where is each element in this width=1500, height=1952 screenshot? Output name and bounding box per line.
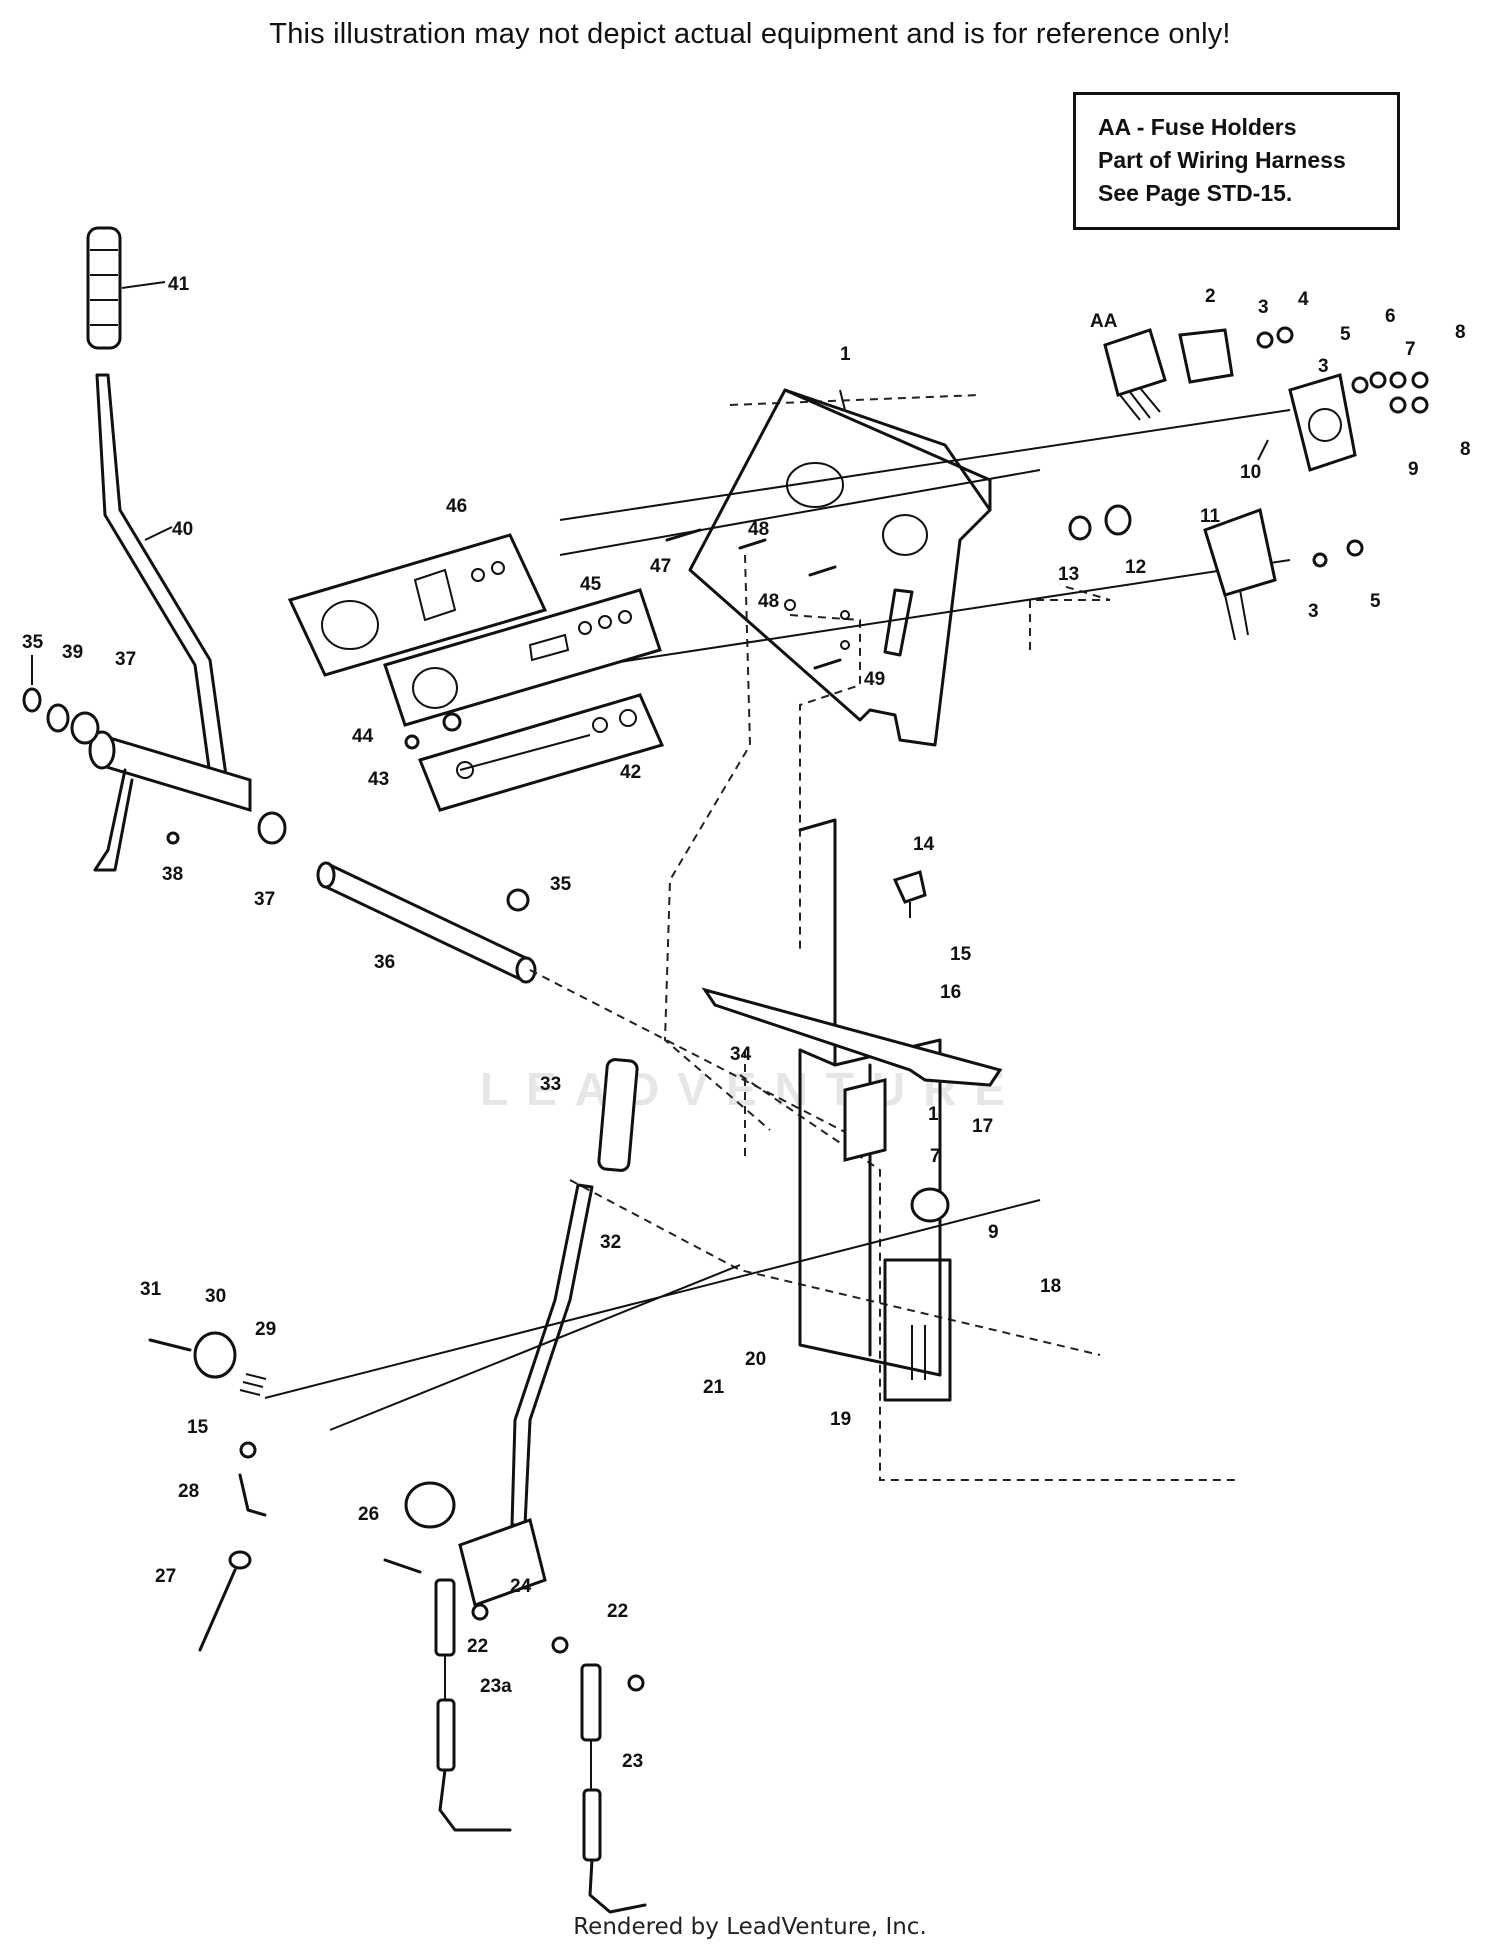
callout-3-top: 3 — [1258, 297, 1269, 318]
callout-2: 2 — [1205, 286, 1216, 307]
callout-1-top: 1 — [840, 344, 851, 365]
lift-handle-grip — [86, 226, 122, 350]
callout-29: 29 — [255, 1319, 276, 1340]
callout-8-right: 8 — [1460, 439, 1471, 460]
callout-4: 4 — [1298, 289, 1309, 310]
callout-11: 11 — [1200, 506, 1221, 527]
seat-plate — [701, 987, 1003, 1162]
callout-7-mid: 7 — [930, 1146, 941, 1167]
callout-34: 34 — [730, 1044, 752, 1065]
callout-20: 20 — [745, 1349, 766, 1370]
callout-41: 41 — [168, 274, 190, 295]
drive-lever — [404, 1058, 639, 1607]
callout-27: 27 — [155, 1566, 176, 1587]
callout-31: 31 — [140, 1279, 162, 1300]
linkage-rods — [198, 1441, 267, 1652]
callout-15-top: 15 — [950, 944, 972, 965]
callout-labels: 41 40 35 39 37 38 37 36 35 46 45 47 48 4… — [22, 274, 1471, 1772]
cross-shaft — [316, 861, 881, 1151]
steering-support — [798, 818, 952, 1402]
callout-37-left: 37 — [115, 649, 136, 670]
callout-44: 44 — [352, 726, 374, 747]
callout-16: 16 — [940, 982, 961, 1003]
ignition-switch — [1256, 326, 1429, 472]
callout-7-top: 7 — [1405, 339, 1416, 360]
callout-42: 42 — [620, 762, 641, 783]
callout-9-top: 9 — [1408, 459, 1419, 480]
note-line-3: See Page STD-15. — [1098, 180, 1293, 206]
callout-24: 24 — [510, 1576, 532, 1597]
callout-19: 19 — [830, 1409, 851, 1430]
disclaimer-text: This illustration may not depict actual … — [269, 18, 1231, 50]
callout-14: 14 — [913, 834, 935, 855]
callout-6: 6 — [1385, 306, 1396, 327]
callout-22-right: 22 — [607, 1601, 628, 1622]
callout-39: 39 — [62, 642, 83, 663]
callout-23a: 23a — [480, 1676, 512, 1697]
decal-46 — [287, 533, 548, 677]
fuse-holders — [1103, 328, 1167, 421]
callout-1-mid: 1 — [928, 1104, 939, 1125]
footer-credit: Rendered by LeadVenture, Inc. — [573, 1914, 927, 1940]
callout-36: 36 — [374, 952, 395, 973]
lift-lever — [95, 373, 230, 792]
callout-22-left: 22 — [467, 1636, 488, 1657]
light-switch — [1068, 504, 1364, 641]
note-line-1: AA - Fuse Holders — [1098, 114, 1297, 140]
callout-30: 30 — [205, 1286, 226, 1307]
callout-3-mid: 3 — [1318, 356, 1329, 377]
callout-23: 23 — [622, 1751, 643, 1772]
callout-8-top: 8 — [1455, 322, 1466, 343]
callout-48-mid: 48 — [758, 591, 779, 612]
switch-bracket — [1178, 328, 1234, 384]
callout-17: 17 — [972, 1116, 993, 1137]
dash-panel — [559, 388, 1291, 747]
callout-37-right: 37 — [254, 889, 275, 910]
bolt-washer-spring — [148, 1199, 1041, 1431]
grease-fitting — [892, 870, 927, 918]
callout-15-left: 15 — [187, 1417, 209, 1438]
callout-AA: AA — [1090, 311, 1118, 332]
callout-35-left: 35 — [22, 632, 44, 653]
callout-35-right: 35 — [550, 874, 572, 895]
callout-10: 10 — [1240, 462, 1261, 483]
callout-5-top: 5 — [1340, 324, 1351, 345]
note-line-2: Part of Wiring Harness — [1098, 147, 1346, 173]
callout-21: 21 — [703, 1377, 725, 1398]
callout-32: 32 — [600, 1232, 621, 1253]
callout-45: 45 — [580, 574, 602, 595]
callout-47: 47 — [650, 556, 671, 577]
callout-26: 26 — [358, 1504, 379, 1525]
callout-46: 46 — [446, 496, 467, 517]
callout-12: 12 — [1125, 557, 1146, 578]
callout-40: 40 — [172, 519, 193, 540]
callout-5-right: 5 — [1370, 591, 1381, 612]
fuse-holder-note: AA - Fuse Holders Part of Wiring Harness… — [1073, 92, 1400, 230]
decal-42 — [417, 693, 665, 812]
callout-3-right: 3 — [1308, 601, 1319, 622]
cable-23 — [551, 1636, 647, 1914]
callout-38: 38 — [162, 864, 183, 885]
callout-13: 13 — [1058, 564, 1079, 585]
callout-28: 28 — [178, 1481, 199, 1502]
callout-49: 49 — [864, 669, 885, 690]
callout-9-mid: 9 — [988, 1222, 999, 1243]
small-hardware — [404, 528, 842, 750]
assembly-guide-lines — [569, 394, 1240, 1481]
cable-23a — [383, 1558, 512, 1832]
callout-18: 18 — [1040, 1276, 1061, 1297]
callout-48-top: 48 — [748, 519, 769, 540]
callout-leaders — [31, 281, 1269, 685]
decal-45 — [383, 588, 662, 727]
callout-43: 43 — [368, 769, 389, 790]
lift-shaft-assembly — [22, 687, 287, 872]
callout-33: 33 — [540, 1074, 561, 1095]
